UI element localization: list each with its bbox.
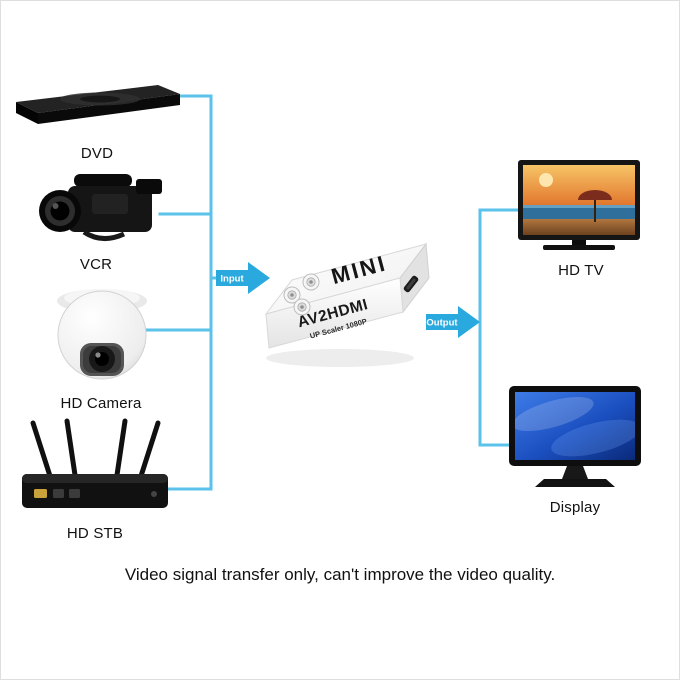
converter-front-face [265,277,404,349]
rca-jacks [283,273,320,316]
tv-stand [543,245,615,250]
tv-screen-umbrella [578,190,612,200]
source-label-hd-camera: HD Camera [60,395,142,412]
source-label-dvd: DVD [80,145,114,162]
dvd-side-face [16,102,38,124]
antenna [138,420,161,479]
converter-shadow [266,349,414,367]
input-arrow-label: Input [220,274,244,285]
dome-lens-glint [95,352,101,358]
router-antennas [30,418,161,479]
dvd-front-face [38,94,180,124]
dvd-player-icon [16,85,180,124]
tv-neck [572,240,586,245]
rca-jack-icon [283,286,301,304]
monitor-screen [515,392,635,460]
hdmi-port-icon [403,275,419,293]
tv-screen-sun [539,173,553,187]
camcorder-strap [82,229,126,241]
antenna [64,418,78,478]
tv-screen-beach [523,219,635,235]
rca-jack-icon [302,273,320,291]
dvd-disc-center [80,95,120,103]
tv-screen-sea [523,205,635,219]
router-top-sheen [22,474,168,483]
router-port [69,489,80,498]
source-label-hd-stb: HD STB [66,525,124,542]
monitor-base [535,479,615,487]
camcorder-viewfinder [136,179,162,194]
antenna [30,420,53,479]
camcorder-handle [74,174,132,187]
output-label-display: Display [549,499,601,516]
camcorder-lens-glint [52,203,59,209]
router-led [151,491,157,497]
monitor-neck [562,466,588,479]
camcorder-panel [92,194,128,214]
tv-icon [518,160,640,250]
output-label-hd-tv: HD TV [558,262,604,279]
source-label-vcr: VCR [79,256,113,273]
tv-screen-horizon [523,205,635,208]
dome-camera-icon [57,289,147,380]
rca-jack-icon [293,298,311,316]
output-arrow-icon [426,306,480,338]
camcorder-icon [39,174,162,241]
caption-text: Video signal transfer only, can't improv… [124,565,556,584]
router-port-yellow [34,489,47,498]
antenna [114,418,128,478]
router-icon [22,418,168,508]
av2hdmi-converter: MINI AV2HDMI UP Scaler 1080P [264,242,430,367]
monitor-icon [509,386,641,487]
router-port [53,489,64,498]
